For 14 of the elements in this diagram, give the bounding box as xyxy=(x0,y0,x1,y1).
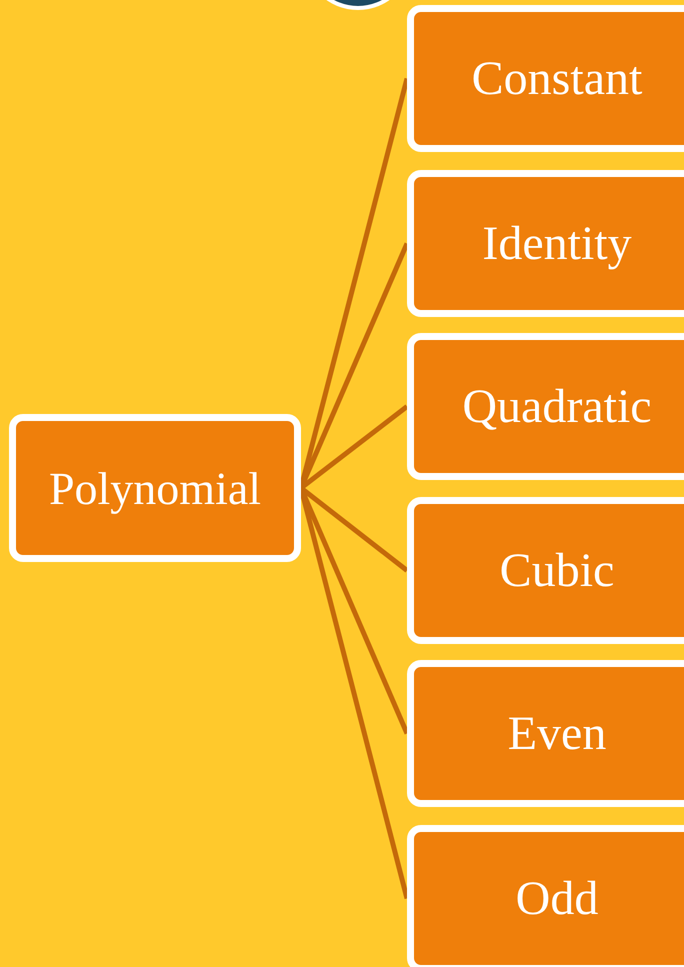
category-box xyxy=(407,333,684,480)
category-label: Even xyxy=(508,706,606,761)
category-box xyxy=(407,497,684,644)
category-box xyxy=(407,660,684,807)
category-label: Polynomial xyxy=(48,462,262,514)
category-label: Constant xyxy=(472,51,642,106)
category-box xyxy=(9,414,301,562)
category-box xyxy=(407,170,684,317)
category-label: Odd xyxy=(516,871,598,926)
category-label: Identity xyxy=(482,216,632,271)
category-box xyxy=(407,825,684,967)
category-label: Cubic xyxy=(500,543,614,598)
category-box xyxy=(407,5,684,152)
category-label: Quadratic xyxy=(462,379,652,434)
